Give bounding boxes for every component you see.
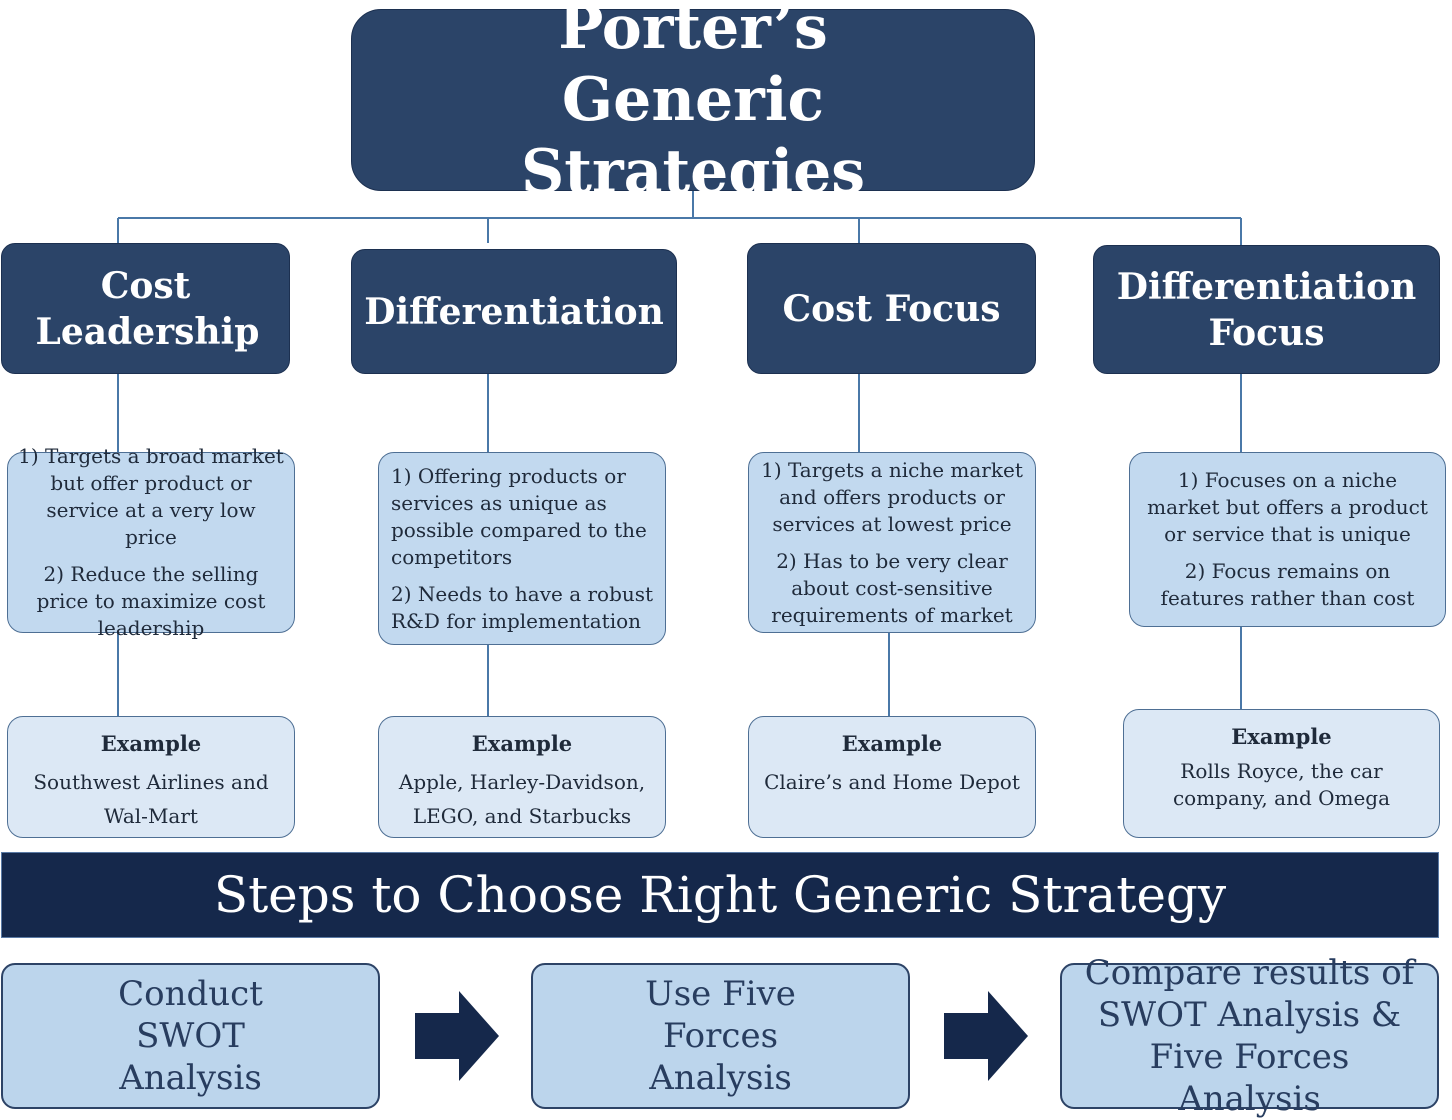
strategy-name: Differentiation [364,290,664,333]
right-arrow-icon [944,991,1028,1081]
step-five-forces: Use Five Forces Analysis [531,963,910,1109]
description-differentiation-focus: 1) Focuses on a niche market but offers … [1129,452,1446,627]
example-heading: Example [100,731,202,756]
strategy-name: Cost Leadership [35,264,260,353]
description-point: 2) Has to be very clear about cost-sensi… [771,548,1013,627]
description-point: 1) Offering products or services as uniq… [391,463,647,569]
example-text: Claire’s and Home Depot [764,770,1020,794]
description-cost-leadership: 1) Targets a broad market but offer prod… [7,444,295,640]
example-heading: Example [471,731,573,756]
strategy-cost-focus: Cost Focus [747,243,1036,374]
description-point: 2) Needs to have a robust R&D for implem… [391,581,654,633]
example-cost-leadership: Example Southwest Airlines and Wal-Mart [7,716,295,838]
strategy-cost-leadership: Cost Leadership [1,243,290,374]
step-compare-results: Compare results of SWOT Analysis & Five … [1060,953,1439,1119]
example-differentiation-focus: Example Rolls Royce, the car company, an… [1123,709,1440,838]
example-text: Rolls Royce, the car company, and Omega [1172,759,1391,810]
example-heading: Example [841,731,943,756]
steps-heading: Steps to Choose Right Generic Strategy [213,866,1227,924]
step-label: Use Five Forces Analysis [645,974,796,1098]
steps-banner: Steps to Choose Right Generic Strategy [1,852,1439,938]
diagram-title: Porter’s Generic Strategies [351,0,1035,207]
step-label: Conduct SWOT Analysis [118,974,263,1098]
description-point: 1) Targets a niche market and offers pro… [761,457,1023,536]
description-point: 1) Targets a broad market but offer prod… [18,444,284,549]
description-differentiation: 1) Offering products or services as uniq… [378,452,666,645]
example-cost-focus: Example Claire’s and Home Depot [748,716,1036,838]
step-swot: Conduct SWOT Analysis [1,963,380,1109]
example-text: Apple, Harley-Davidson, LEGO, and Starbu… [398,770,646,828]
diagram-title-text: Porter’s Generic Strategies [520,0,866,207]
example-text: Southwest Airlines and Wal-Mart [33,770,269,828]
description-point: 2) Focus remains on features rather than… [1160,559,1415,610]
strategy-name: Differentiation Focus [1116,265,1417,354]
step-label: Compare results of SWOT Analysis & Five … [1084,953,1415,1119]
right-arrow-icon [415,991,499,1081]
example-differentiation: Example Apple, Harley-Davidson, LEGO, an… [378,716,666,838]
description-cost-focus: 1) Targets a niche market and offers pro… [748,452,1036,633]
strategy-differentiation: Differentiation [351,249,677,374]
example-heading: Example [1231,724,1332,749]
description-point: 1) Focuses on a niche market but offers … [1147,468,1428,546]
description-point: 2) Reduce the selling price to maximize … [36,562,266,640]
strategy-differentiation-focus: Differentiation Focus [1093,245,1440,374]
strategy-name: Cost Focus [782,287,1001,330]
